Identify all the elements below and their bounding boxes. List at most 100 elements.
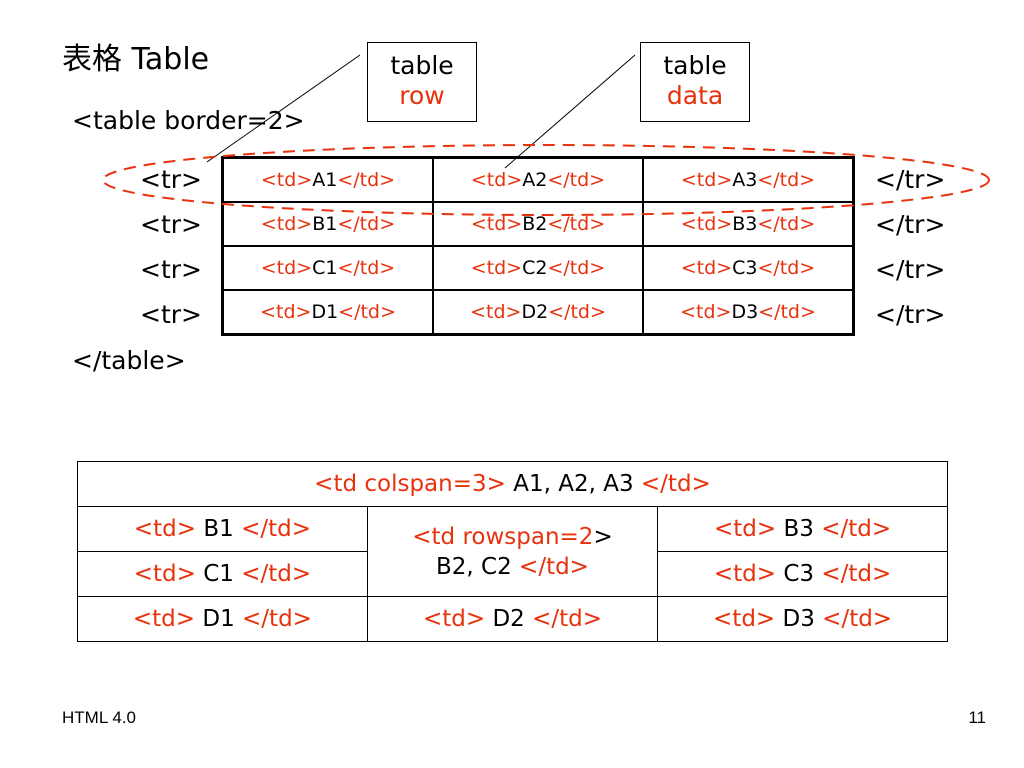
table-cell: <td>B1</td> [223, 202, 433, 246]
slide-title: 表格 Table [62, 40, 209, 80]
td-open-tag: <td> [680, 213, 733, 235]
callout-row-line1: table [390, 51, 454, 80]
td-open-tag: <td> [260, 301, 312, 323]
rowspan-open-bracket: > [593, 523, 613, 550]
cell-value: D2 [492, 606, 525, 632]
rowspan-content: B2, C2 [436, 553, 512, 580]
cell-b3: <td> B3 </td> [657, 506, 948, 552]
table-row: <td>C1</td><td>C2</td><td>C3</td> [223, 246, 853, 290]
cell-value: C1 [312, 257, 338, 279]
tr-close-4: </tr> [875, 300, 946, 329]
cell-d3: <td> D3 </td> [657, 596, 948, 642]
table-row: <td>B1</td><td>B2</td><td>B3</td> [223, 202, 853, 246]
table-row: <td>A1</td><td>A2</td><td>A3</td> [223, 158, 853, 202]
td-open-tag: <td> [133, 561, 196, 587]
td-close-tag: </td> [337, 213, 396, 235]
basic-table: <td>A1</td><td>A2</td><td>A3</td><td>B1<… [221, 156, 855, 336]
td-open-tag: <td> [713, 516, 777, 542]
tr-close-1: </tr> [875, 165, 946, 194]
tr-close-2: </tr> [875, 210, 946, 239]
td-close-tag: </td> [241, 516, 311, 542]
basic-table-body: <td>A1</td><td>A2</td><td>A3</td><td>B1<… [223, 158, 853, 334]
td-close-tag: </td> [547, 257, 606, 279]
td-close-tag: </td> [822, 606, 893, 632]
table-cell: <td>D2</td> [433, 290, 643, 334]
td-close-tag: </td> [757, 257, 816, 279]
title-en: Table [131, 42, 210, 77]
td-open-tag: <td> [422, 606, 486, 632]
table-close-tag: </table> [72, 346, 186, 375]
table-row: <td> D1 </td> <td> D2 </td> <td> D3 </td… [77, 596, 948, 642]
td-open-tag: <td> [260, 257, 313, 279]
cell-value: B3 [783, 516, 814, 542]
table-cell: <td>C2</td> [433, 246, 643, 290]
td-open-tag: <td> [713, 561, 777, 587]
callout-row-line2: row [399, 81, 445, 110]
cell-value: B3 [732, 213, 758, 235]
tr-close-3: </tr> [875, 255, 946, 284]
cell-value: C3 [732, 257, 758, 279]
cell-b1: <td> B1 </td> [77, 506, 368, 552]
table-cell: <td>B2</td> [433, 202, 643, 246]
cell-c3: <td> C3 </td> [657, 551, 948, 597]
page-number: 11 [968, 708, 986, 727]
cell-value: D3 [731, 301, 759, 323]
cell-d1: <td> D1 </td> [77, 596, 368, 642]
tr-open-2: <tr> [140, 210, 202, 239]
cell-value: D3 [782, 606, 815, 632]
table-cell: <td>A2</td> [433, 158, 643, 202]
td-open-tag: <td> [680, 301, 732, 323]
td-open-tag: <td> [470, 213, 523, 235]
table-cell: <td>C3</td> [643, 246, 853, 290]
colspan-close-tag: </td> [640, 471, 711, 497]
callout-table-data: table data [640, 42, 750, 122]
td-close-tag: </td> [337, 257, 396, 279]
td-close-tag: </td> [548, 301, 606, 323]
cell-value: A1 [312, 169, 338, 191]
td-close-tag: </td> [547, 169, 606, 191]
table-cell: <td>B3</td> [643, 202, 853, 246]
cell-d2: <td> D2 </td> [366, 596, 659, 642]
colspan-cell: <td colspan=3> A1, A2, A3 </td> [77, 461, 948, 507]
title-cjk: 表格 [62, 42, 122, 77]
td-close-tag: </td> [757, 213, 816, 235]
cell-value: D1 [311, 301, 339, 323]
cell-value: C2 [522, 257, 548, 279]
table-cell: <td>D3</td> [643, 290, 853, 334]
span-table: <td colspan=3> A1, A2, A3 </td> <td> B1 … [77, 461, 948, 642]
td-close-tag: </td> [241, 561, 312, 587]
table-cell: <td>A3</td> [643, 158, 853, 202]
table-cell: <td>C1</td> [223, 246, 433, 290]
cell-value: C3 [783, 561, 815, 587]
td-open-tag: <td> [680, 257, 733, 279]
cell-value: B1 [203, 516, 234, 542]
td-open-tag: <td> [470, 301, 522, 323]
footer-label: HTML 4.0 [62, 708, 137, 727]
table-cell: <td>D1</td> [223, 290, 433, 334]
td-close-tag: </td> [337, 169, 396, 191]
cell-value: D2 [521, 301, 549, 323]
td-close-tag: </td> [757, 169, 816, 191]
cell-value: A2 [522, 169, 548, 191]
cell-value: C1 [203, 561, 234, 587]
callout-data-line1: table [663, 51, 727, 80]
colspan-content: A1, A2, A3 [513, 471, 634, 497]
cell-value: B2 [522, 213, 548, 235]
tr-open-4: <tr> [140, 300, 202, 329]
td-open-tag: <td> [133, 516, 197, 542]
td-open-tag: <td> [713, 606, 776, 632]
td-close-tag: </td> [821, 561, 892, 587]
cell-value: B1 [312, 213, 338, 235]
td-open-tag: <td> [470, 257, 523, 279]
td-close-tag: </td> [547, 213, 606, 235]
td-close-tag: </td> [242, 606, 312, 632]
td-open-tag: <td> [470, 169, 523, 191]
cell-value: A3 [732, 169, 758, 191]
row-highlight-ellipse [102, 144, 990, 216]
td-close-tag: </td> [338, 301, 396, 323]
callout-table-row: table row [367, 42, 477, 122]
table-row: <td colspan=3> A1, A2, A3 </td> [77, 461, 948, 507]
td-close-tag: </td> [532, 606, 603, 632]
callout-data-pointer [504, 54, 636, 169]
